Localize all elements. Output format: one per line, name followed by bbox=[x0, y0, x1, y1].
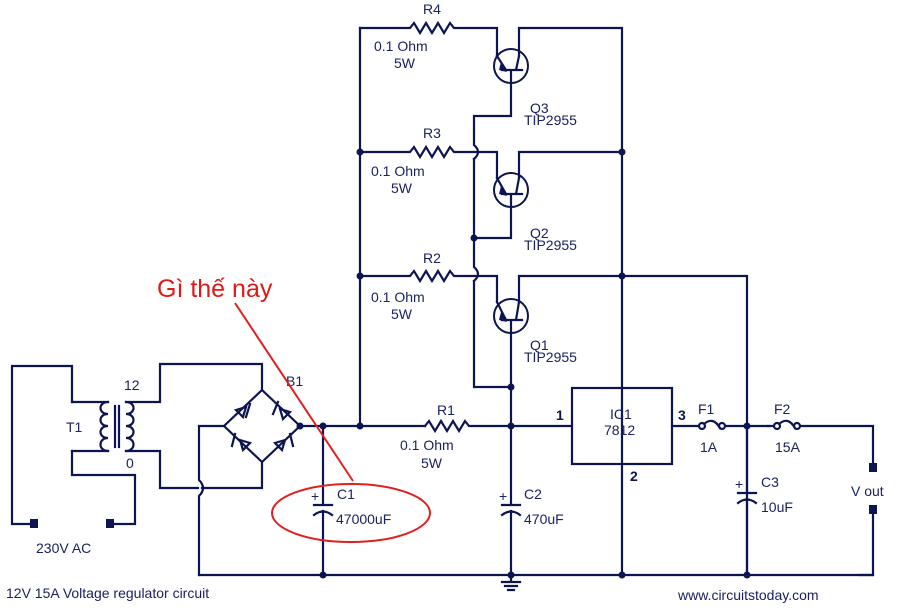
q3-ref: Q3 bbox=[530, 100, 549, 116]
transistor-q2: Q2 TIP2955 bbox=[470, 148, 626, 283]
annotation-highlight-c1 bbox=[271, 483, 431, 543]
capacitor-c2: + C2 470uF bbox=[499, 424, 564, 577]
diode-3 bbox=[230, 432, 253, 453]
r3-value: 0.1 Ohm bbox=[371, 163, 425, 179]
capacitor-c3: + C3 10uF bbox=[735, 424, 793, 577]
output-terminals: V out bbox=[851, 463, 884, 577]
website-credit: www.circuitstoday.com bbox=[677, 587, 819, 603]
primary-coil bbox=[99, 400, 110, 453]
diagram-title: 12V 15A Voltage regulator circuit bbox=[6, 585, 209, 601]
r1-ref: R1 bbox=[437, 402, 455, 418]
emitter-arrow bbox=[499, 62, 507, 72]
bridge-rectifier-b1: B1 bbox=[197, 373, 304, 577]
ic1-part: 7812 bbox=[604, 422, 635, 438]
secondary-bottom-label: 0 bbox=[126, 455, 134, 471]
svg-text:+: + bbox=[735, 476, 743, 492]
q1-part: TIP2955 bbox=[524, 349, 577, 365]
r3-power: 5W bbox=[391, 180, 413, 196]
bridge-ref: B1 bbox=[286, 373, 303, 389]
r4-power: 5W bbox=[394, 55, 416, 71]
q3-part: TIP2955 bbox=[524, 112, 577, 128]
ac-input: 230V AC bbox=[10, 364, 137, 556]
f2-ref: F2 bbox=[774, 401, 791, 417]
r1-value: 0.1 Ohm bbox=[400, 437, 454, 453]
q2-part: TIP2955 bbox=[524, 237, 577, 253]
r3-ref: R3 bbox=[423, 125, 441, 141]
r2-ref: R2 bbox=[423, 250, 441, 266]
svg-text:+: + bbox=[499, 488, 507, 504]
vout-terminal-neg bbox=[869, 505, 877, 514]
f2-rating: 15A bbox=[775, 439, 801, 455]
fuse-f2: F2 15A bbox=[766, 401, 875, 468]
diode-4 bbox=[272, 432, 295, 453]
resistor-r2: R2 0.1 Ohm 5W bbox=[358, 250, 499, 322]
ic1-pin-gnd: 2 bbox=[630, 468, 638, 484]
f1-rating: 1A bbox=[700, 439, 718, 455]
ic1-pin-out: 3 bbox=[678, 407, 686, 423]
f1-ref: F1 bbox=[698, 401, 715, 417]
r4-value: 0.1 Ohm bbox=[374, 38, 428, 54]
transformer-ref: T1 bbox=[66, 419, 83, 435]
annotation-text: Gì thế này bbox=[157, 275, 273, 303]
resistor-r1: R1 0.1 Ohm 5W bbox=[400, 402, 573, 471]
secondary-coil bbox=[124, 400, 135, 453]
fuse-f1: F1 1A bbox=[670, 401, 770, 455]
c3-ref: C3 bbox=[761, 474, 779, 490]
secondary-top-label: 12 bbox=[124, 377, 140, 393]
q1-ref: Q1 bbox=[530, 337, 549, 353]
c2-value: 470uF bbox=[524, 511, 564, 527]
r2-value: 0.1 Ohm bbox=[371, 289, 425, 305]
ac-terminal-right bbox=[106, 519, 114, 528]
c3-value: 10uF bbox=[761, 499, 793, 515]
r4-ref: R4 bbox=[423, 1, 441, 17]
resistor-r3: R3 0.1 Ohm 5W bbox=[358, 125, 499, 196]
regulator-ic1: IC1 7812 1 3 2 bbox=[556, 386, 686, 484]
r1-power: 5W bbox=[421, 455, 443, 471]
svg-text:+: + bbox=[311, 488, 319, 504]
transistor-q3: Q3 TIP2955 bbox=[472, 26, 624, 577]
ac-input-label: 230V AC bbox=[36, 540, 91, 556]
c2-ref: C2 bbox=[524, 486, 542, 502]
ac-terminal-left bbox=[30, 519, 38, 528]
diode-1 bbox=[233, 402, 252, 420]
r2-power: 5W bbox=[391, 306, 413, 322]
ground-icon bbox=[500, 573, 522, 592]
diode-2 bbox=[271, 400, 293, 422]
ic1-pin-in: 1 bbox=[556, 407, 564, 423]
c1-ref: C1 bbox=[337, 486, 355, 502]
ic1-ref: IC1 bbox=[610, 406, 632, 422]
vout-label: V out bbox=[851, 483, 884, 499]
annotation: Gì thế này bbox=[157, 275, 431, 543]
capacitor-c1: + C1 47000uF bbox=[311, 424, 391, 577]
q2-ref: Q2 bbox=[530, 225, 549, 241]
c1-value: 47000uF bbox=[336, 511, 391, 527]
vout-terminal-pos bbox=[869, 463, 877, 472]
annotation-pointer bbox=[234, 302, 354, 482]
transformer-t1: T1 12 0 bbox=[66, 362, 264, 490]
resistor-r4: R4 0.1 Ohm 5W bbox=[358, 1, 499, 71]
